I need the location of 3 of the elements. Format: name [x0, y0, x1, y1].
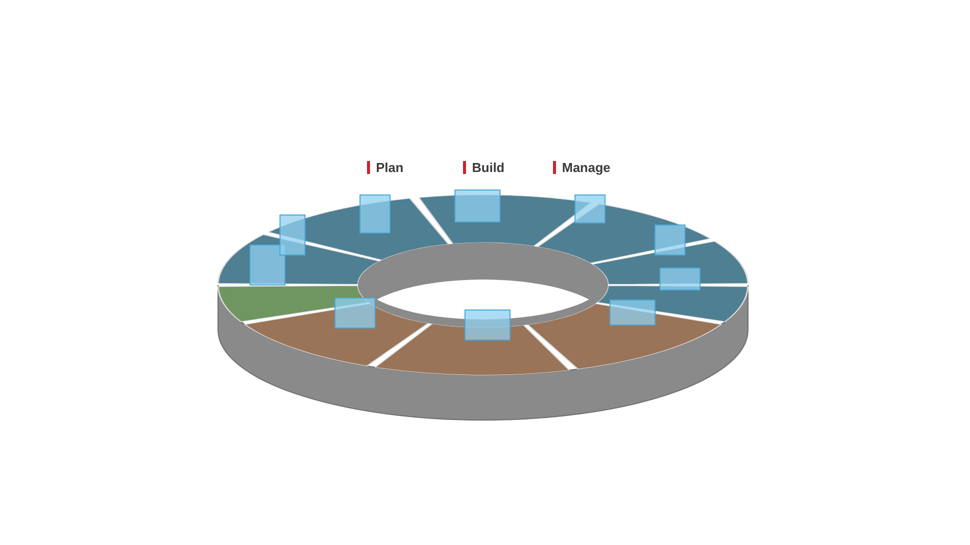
- phase-label: Plan: [367, 161, 404, 174]
- phase-label: Manage: [553, 161, 610, 174]
- phase-label: Build: [463, 161, 504, 174]
